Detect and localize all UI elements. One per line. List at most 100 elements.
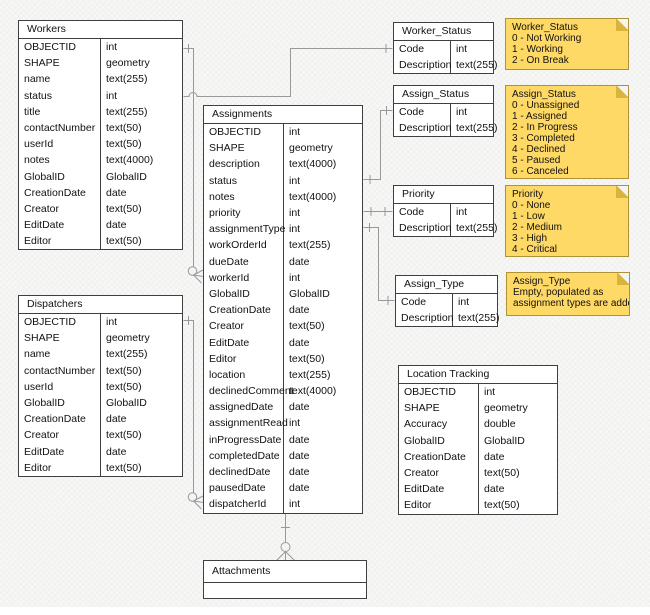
field-name: contactNumber [19, 362, 101, 379]
field-type: date [106, 186, 127, 199]
field-type: int [289, 126, 301, 139]
connector-assignments-attachments[interactable] [276, 514, 295, 561]
note-line: Assign_Type [513, 276, 571, 287]
table-title: Attachments [204, 561, 366, 583]
field-name: EditDate [399, 481, 479, 498]
note-line: assignment types are added [513, 298, 630, 309]
connector-assignments-status[interactable] [363, 106, 393, 184]
table-attachments[interactable]: Attachments [203, 560, 367, 599]
connector-assignments-type[interactable] [363, 223, 395, 305]
field-type: date [289, 336, 310, 349]
field-type: date [289, 255, 310, 268]
field-type: text(255) [106, 105, 148, 118]
field-type: text(255) [456, 59, 498, 72]
connector-workers-workerid[interactable] [183, 44, 204, 284]
field-name: assignedDate [204, 399, 284, 416]
field-name: Code [396, 294, 453, 311]
field-name: Editor [204, 350, 284, 367]
field-name: priority [204, 204, 284, 222]
field-type: text(4000) [289, 158, 337, 171]
folded-corner-icon [616, 186, 628, 198]
zero-circle [187, 266, 198, 276]
field-name: declinedComment [204, 383, 294, 400]
field-name: title [19, 103, 101, 120]
note-line: 2 - Medium [512, 222, 563, 233]
field-type: geometry [106, 332, 150, 345]
field-name: status [204, 172, 284, 189]
table-body [204, 583, 366, 598]
field-name: declinedDate [204, 463, 284, 481]
note-line: 0 - Not Working [512, 33, 582, 44]
field-type: text(50) [484, 499, 520, 512]
field-type: date [289, 449, 310, 462]
field-type: date [106, 413, 127, 426]
field-type: text(255) [456, 122, 498, 135]
field-type: int [484, 386, 496, 399]
field-type: int [456, 206, 468, 219]
field-type: text(255) [106, 348, 148, 361]
field-type: text(50) [106, 202, 142, 215]
note-line: 5 - Paused [512, 155, 561, 166]
field-name: workerId [204, 269, 284, 286]
field-type: text(255) [289, 368, 331, 381]
field-type: text(4000) [106, 154, 154, 167]
field-type: text(50) [289, 352, 325, 365]
field-type: int [458, 296, 470, 309]
field-type: double [484, 418, 516, 431]
connector-workers-status[interactable] [183, 44, 393, 97]
field-type: text(50) [106, 122, 142, 135]
connector-assignments-priority[interactable] [363, 207, 393, 216]
field-name: notes [204, 188, 284, 205]
field-type: GlobalID [484, 434, 525, 447]
field-name: status [19, 87, 101, 104]
folded-corner-icon [616, 86, 628, 98]
field-name: Creator [19, 200, 101, 218]
connector-dispatchers-dispatcherid[interactable] [183, 316, 204, 510]
note-line: Assign_Status [512, 89, 576, 100]
